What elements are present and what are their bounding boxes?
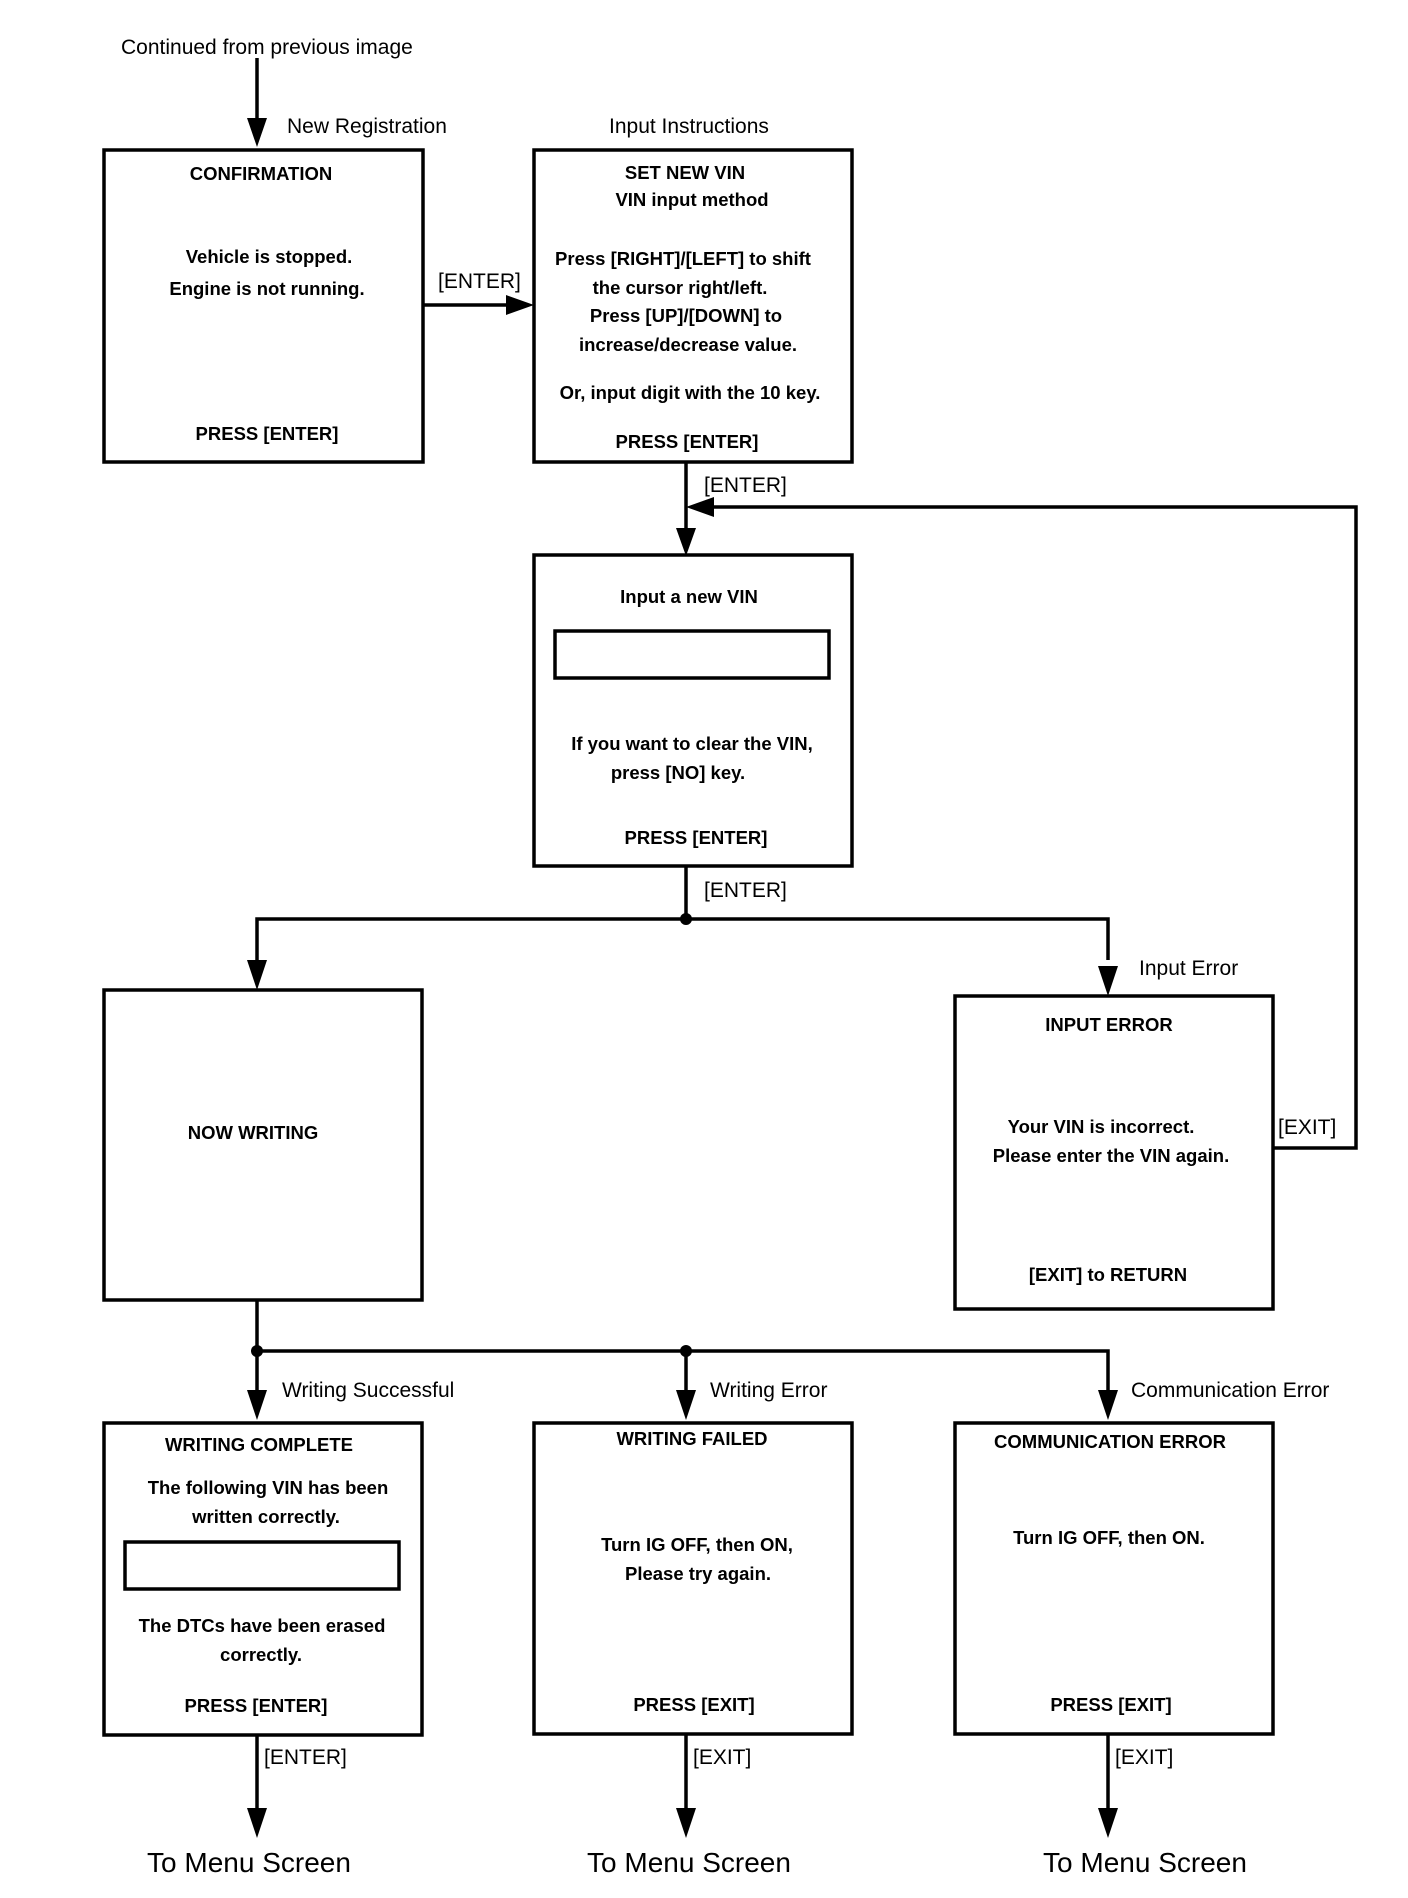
screen-text: Press [UP]/[DOWN] to	[590, 305, 782, 326]
screen-title: WRITING COMPLETE	[165, 1434, 353, 1455]
arrow-head	[1098, 1390, 1118, 1420]
exit-label-3: [EXIT]	[1115, 1746, 1173, 1769]
enter-label-4: [ENTER]	[264, 1746, 347, 1769]
screen-title: COMMUNICATION ERROR	[994, 1431, 1226, 1452]
arrow-head	[247, 118, 267, 147]
screen-communication-error: COMMUNICATION ERROR Turn IG OFF, then ON…	[953, 1421, 1275, 1736]
continued-label: Continued from previous image	[121, 36, 413, 59]
arrow-head	[676, 528, 696, 556]
screen-footer: PRESS [EXIT]	[1050, 1694, 1171, 1715]
screen-subtitle: VIN input method	[615, 189, 768, 210]
arrow-head	[1098, 1808, 1118, 1838]
input-error-label: Input Error	[1139, 957, 1238, 980]
screen-text: The following VIN has been	[148, 1477, 389, 1498]
screen-footer: PRESS [ENTER]	[625, 827, 768, 848]
screen-footer: PRESS [ENTER]	[616, 431, 759, 452]
arrow-head	[247, 1390, 267, 1420]
screen-title: INPUT ERROR	[1045, 1014, 1172, 1035]
screen-title: SET NEW VIN	[625, 162, 745, 183]
connector-results-horizontal	[257, 1349, 1110, 1392]
screen-text: Vehicle is stopped.	[186, 246, 353, 267]
screen-text: Turn IG OFF, then ON.	[1013, 1527, 1205, 1548]
screen-title: NOW WRITING	[188, 1122, 319, 1143]
to-menu-screen-3: To Menu Screen	[1043, 1847, 1247, 1878]
vin-input-field[interactable]	[553, 629, 831, 680]
screen-text: increase/decrease value.	[579, 334, 797, 355]
screen-footer: PRESS [EXIT]	[633, 1694, 754, 1715]
screen-writing-complete: WRITING COMPLETE The following VIN has b…	[102, 1421, 424, 1737]
connector-branch-horizontal	[255, 917, 1110, 960]
screen-now-writing: NOW WRITING	[102, 988, 424, 1302]
written-vin-field	[123, 1540, 401, 1591]
screen-set-new-vin: SET NEW VIN VIN input method Press [RIGH…	[532, 148, 854, 464]
screen-text: Turn IG OFF, then ON,	[601, 1534, 793, 1555]
screen-text: Your VIN is incorrect.	[1008, 1116, 1195, 1137]
connector-exit-loop	[710, 505, 1358, 1150]
arrow-head	[506, 295, 534, 315]
arrow-head	[1098, 966, 1118, 996]
screen-input-vin: Input a new VIN If you want to clear the…	[532, 553, 854, 868]
screen-title: CONFIRMATION	[190, 163, 333, 184]
connectors	[247, 58, 1358, 1838]
screen-text: written correctly.	[191, 1506, 340, 1527]
arrow-head	[686, 497, 714, 517]
screen-text: If you want to clear the VIN,	[571, 733, 813, 754]
screen-input-error: INPUT ERROR Your VIN is incorrect. Pleas…	[953, 994, 1275, 1311]
screen-text: Press [RIGHT]/[LEFT] to shift	[555, 248, 811, 269]
to-menu-screen-1: To Menu Screen	[147, 1847, 351, 1878]
screen-text: Engine is not running.	[169, 278, 364, 299]
arrow-head	[247, 1808, 267, 1838]
to-menu-screen-2: To Menu Screen	[587, 1847, 791, 1878]
enter-label-1: [ENTER]	[438, 270, 521, 293]
enter-label-3: [ENTER]	[704, 879, 787, 902]
screen-text: the cursor right/left.	[593, 277, 768, 298]
new-registration-label: New Registration	[287, 115, 447, 138]
writing-successful-label: Writing Successful	[282, 1379, 454, 1402]
arrow-head	[247, 960, 267, 990]
enter-label-2: [ENTER]	[704, 474, 787, 497]
screen-text: correctly.	[220, 1644, 302, 1665]
input-instructions-label: Input Instructions	[609, 115, 769, 138]
arrow-head	[676, 1390, 696, 1420]
writing-error-label: Writing Error	[710, 1379, 827, 1402]
screen-text: Or, input digit with the 10 key.	[560, 382, 821, 403]
screen-text: The DTCs have been erased	[139, 1615, 386, 1636]
screen-footer: PRESS [ENTER]	[185, 1695, 328, 1716]
screen-writing-failed: WRITING FAILED Turn IG OFF, then ON, Ple…	[532, 1421, 854, 1736]
screen-footer: PRESS [ENTER]	[196, 423, 339, 444]
screen-confirmation: CONFIRMATION Vehicle is stopped. Engine …	[102, 148, 425, 464]
screen-text: Please try again.	[625, 1563, 771, 1584]
screen-title: Input a new VIN	[620, 586, 758, 607]
screen-footer: [EXIT] to RETURN	[1029, 1264, 1187, 1285]
arrow-head	[676, 1808, 696, 1838]
exit-label-2: [EXIT]	[693, 1746, 751, 1769]
screen-title: WRITING FAILED	[616, 1428, 767, 1449]
screen-text: Please enter the VIN again.	[993, 1145, 1229, 1166]
exit-loop-label: [EXIT]	[1278, 1116, 1336, 1139]
screen-text: press [NO] key.	[611, 762, 745, 783]
communication-error-label: Communication Error	[1131, 1379, 1329, 1402]
